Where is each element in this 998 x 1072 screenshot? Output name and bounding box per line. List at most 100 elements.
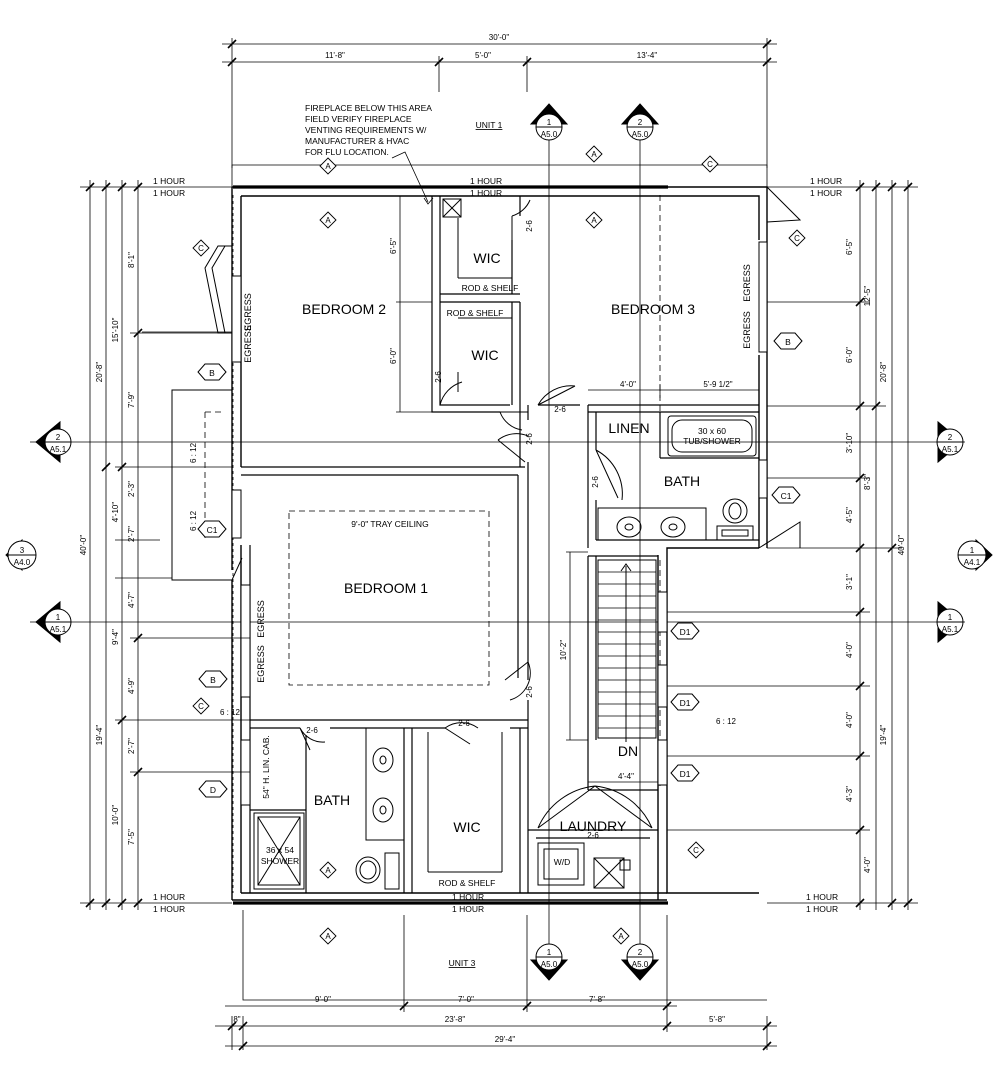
egress-label: EGRESS <box>243 293 253 331</box>
hour-label: 1 HOUR <box>153 176 185 186</box>
egress-label: EGRESS <box>243 325 253 363</box>
windows <box>231 241 768 806</box>
dimension-text: 29'-4" <box>495 1035 516 1044</box>
dimension-text: 9'-4" <box>111 629 120 645</box>
section-markers <box>5 103 993 981</box>
egress-label: EGRESS <box>256 600 266 638</box>
hour-label: 1 HOUR <box>810 176 842 186</box>
dimension-text: 13'-4" <box>637 51 658 60</box>
rod-shelf-label: ROD & SHELF <box>447 308 504 318</box>
hex-tags <box>197 332 803 798</box>
bedroom-1-label: BEDROOM 1 <box>344 580 428 596</box>
diamond-tag-text: A A C A A C C C C A A A <box>198 150 800 941</box>
dimension-text: 3'-1" <box>845 574 854 590</box>
slope-labels: 6 : 12 6 : 12 6 : 12 6 : 12 <box>189 442 737 726</box>
doors <box>299 199 653 829</box>
section-marker-text: 2 A5.1 2 A5.1 1 A5.1 1 A5.1 3 A4.0 1 A4.… <box>14 118 981 969</box>
section-sheet: A5.0 <box>541 960 558 969</box>
wic-label: WIC <box>453 819 480 835</box>
section-sheet: A5.0 <box>541 130 558 139</box>
bay-bump <box>171 186 802 581</box>
room-labels: BEDROOM 2 BEDROOM 3 BEDROOM 1 WIC WIC WI… <box>302 120 700 968</box>
dimension-text: 9'-0" <box>315 995 331 1004</box>
dimension-text: 40'-0" <box>897 535 906 556</box>
tag-a: A <box>591 216 597 225</box>
fixture-labels: ROD & SHELF ROD & SHELF ROD & SHELF 9'-0… <box>243 264 752 888</box>
tag-d: D <box>210 785 216 795</box>
section-number: 1 <box>547 948 552 957</box>
elevation-sheet: A4.1 <box>964 558 981 567</box>
diamond-tags <box>192 145 806 945</box>
section-number: 2 <box>56 433 61 442</box>
slope-label: 6 : 12 <box>716 717 737 726</box>
door-size-label: 2-6 <box>591 476 600 488</box>
rod-shelf-label: ROD & SHELF <box>462 283 519 293</box>
dimension-text: 8'-3" <box>863 474 872 490</box>
dimension-text: 4'-9" <box>127 678 136 694</box>
dimension-text: 40'-0" <box>79 535 88 556</box>
section-number: 1 <box>948 613 953 622</box>
door-size-label: 2-6 <box>458 719 470 728</box>
dimension-text: 30'-0" <box>489 33 510 42</box>
dimension-text: 7'-8" <box>589 995 605 1004</box>
dimension-text: 15'-10" <box>111 317 120 342</box>
dimension-text: 7'-5" <box>127 829 136 845</box>
fixtures <box>253 198 757 890</box>
tag-a: A <box>618 932 624 941</box>
hour-label: 1 HOUR <box>452 892 484 902</box>
hour-label: 1 HOUR <box>153 892 185 902</box>
egress-label: EGRESS <box>256 645 266 683</box>
door-size-label: 2-6 <box>554 405 566 414</box>
dimension-text: 6'-5" <box>845 239 854 255</box>
note-line: FIELD VERIFY FIREPLACE <box>305 114 412 124</box>
tub-label: 30 x 60 <box>698 426 726 436</box>
note-line: FOR FLU LOCATION. <box>305 147 389 157</box>
door-labels: 2-6 2-6 2-6 2-6 2-6 2-6 2-6 2-6 2-6 <box>306 220 600 840</box>
stair-down-label: DN <box>618 743 638 759</box>
tag-c1: C1 <box>781 491 792 501</box>
dimension-text: 10'-2" <box>559 640 568 661</box>
dimension-text: 2'-7" <box>127 526 136 542</box>
tag-c1: C1 <box>207 525 218 535</box>
vertical-dims: 40'-0" 20'-8" 19'-4" 15'-10" 4'-10" 9'-4… <box>79 238 906 873</box>
unit-label: UNIT 3 <box>449 958 476 968</box>
dimension-text: 2'-7" <box>127 738 136 754</box>
dimension-ticks <box>85 39 913 1051</box>
dimension-text: 4'-0" <box>620 380 636 389</box>
bath-label: BATH <box>314 792 350 808</box>
slope-label: 6 : 12 <box>220 708 241 717</box>
dimension-text: 4'-7" <box>127 592 136 608</box>
dimension-text: 6'-0" <box>389 348 398 364</box>
door-size-label: 2-6 <box>525 686 534 698</box>
section-number: 2 <box>948 433 953 442</box>
slope-label: 6 : 12 <box>189 442 198 463</box>
shower-label: 36 x 54 <box>266 845 294 855</box>
dimension-text: 5'-8" <box>709 1015 725 1024</box>
dimension-text: 8" <box>233 1015 240 1024</box>
tag-d1: D1 <box>680 769 691 779</box>
elevation-number: 3 <box>20 546 25 555</box>
section-sheet: A5.0 <box>632 960 649 969</box>
hex-tag-text: B B C1 C1 D1 B D1 D1 D <box>207 337 792 795</box>
hour-label: 1 HOUR <box>452 904 484 914</box>
section-sheet: A5.1 <box>942 445 959 454</box>
tag-a: A <box>325 216 331 225</box>
dimension-text: 10'-0" <box>111 805 120 826</box>
section-number: 2 <box>638 118 643 127</box>
bedroom-3-label: BEDROOM 3 <box>611 301 695 317</box>
door-size-label: 2-6 <box>525 433 534 445</box>
dimension-text: 19'-4" <box>95 725 104 746</box>
dimension-text: 6'-0" <box>845 347 854 363</box>
washer-dryer-label: W/D <box>554 857 571 867</box>
dimension-text: 2'-3" <box>127 481 136 497</box>
dimension-text: 11'-8" <box>325 51 345 60</box>
hour-label: 1 HOUR <box>153 904 185 914</box>
linen-label: LINEN <box>608 420 649 436</box>
tag-b: B <box>785 337 791 347</box>
egress-label: EGRESS <box>742 311 752 349</box>
dimension-text: 3'-10" <box>845 433 854 454</box>
tag-b: B <box>210 675 216 685</box>
stair-treads <box>598 571 656 729</box>
section-number: 1 <box>547 118 552 127</box>
dimension-text: 20'-8" <box>95 362 104 383</box>
